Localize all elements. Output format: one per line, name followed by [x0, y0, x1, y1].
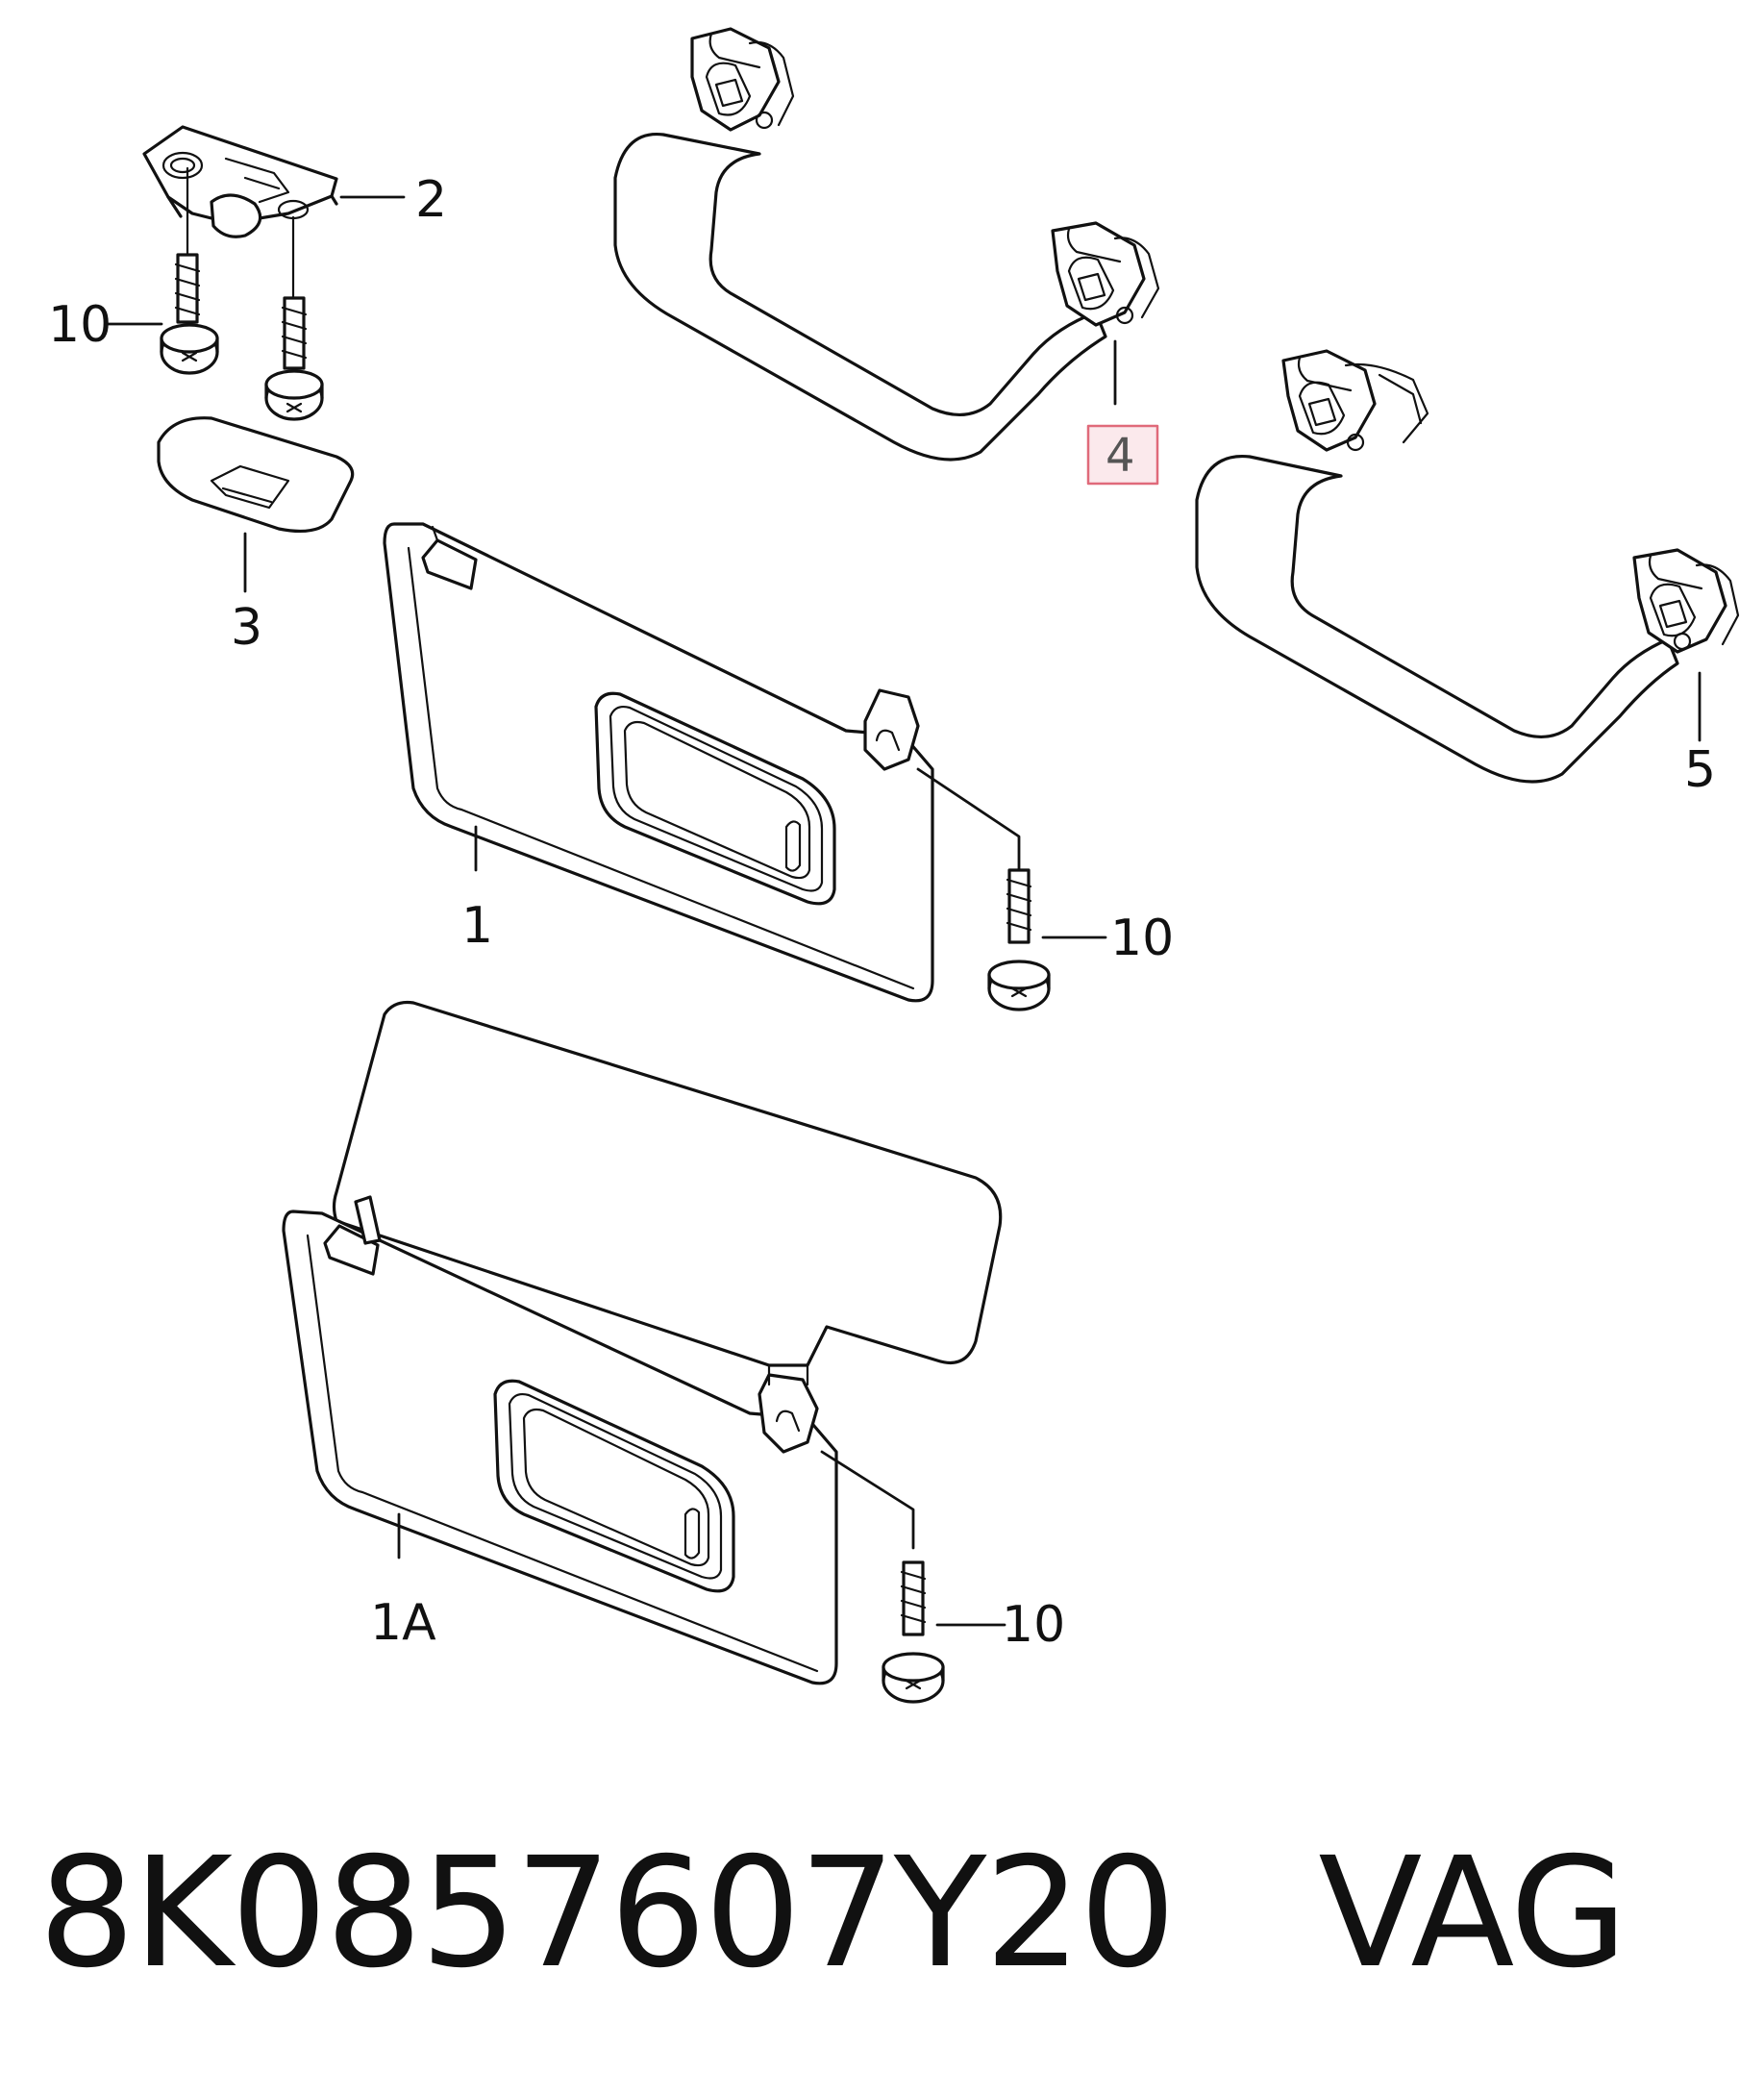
screw-mid: [916, 767, 1051, 1011]
callout-4-highlight-box: [1086, 424, 1159, 486]
screw-center: [264, 215, 324, 421]
screw-left: [160, 166, 219, 375]
callout-1: 1: [461, 897, 493, 955]
cover-part-3: [157, 416, 355, 533]
callout-5: 5: [1684, 741, 1716, 799]
bracket-part-2: [142, 125, 338, 238]
callout-3: 3: [231, 599, 262, 657]
callout-2: 2: [415, 171, 447, 229]
brand-name: VAG: [1318, 1825, 1627, 2002]
callout-10-mid: 10: [1110, 910, 1174, 967]
callout-4: 4: [1106, 429, 1135, 483]
callout-10-bottom: 10: [1002, 1596, 1065, 1654]
screw-bottom: [820, 1450, 945, 1704]
callout-1a: 1A: [370, 1594, 436, 1652]
grab-handle-part-4: [613, 27, 1160, 462]
grab-handle-part-5: [1195, 349, 1740, 784]
sun-visor-part-1a: [282, 1000, 1003, 1685]
part-number-footer: 8K0857607Y20 VAG: [38, 1822, 1627, 2005]
sun-visor-part-1: [383, 522, 934, 1003]
part-number: 8K0857607Y20: [38, 1825, 1176, 2002]
callout-10-top-left: 10: [48, 296, 112, 354]
